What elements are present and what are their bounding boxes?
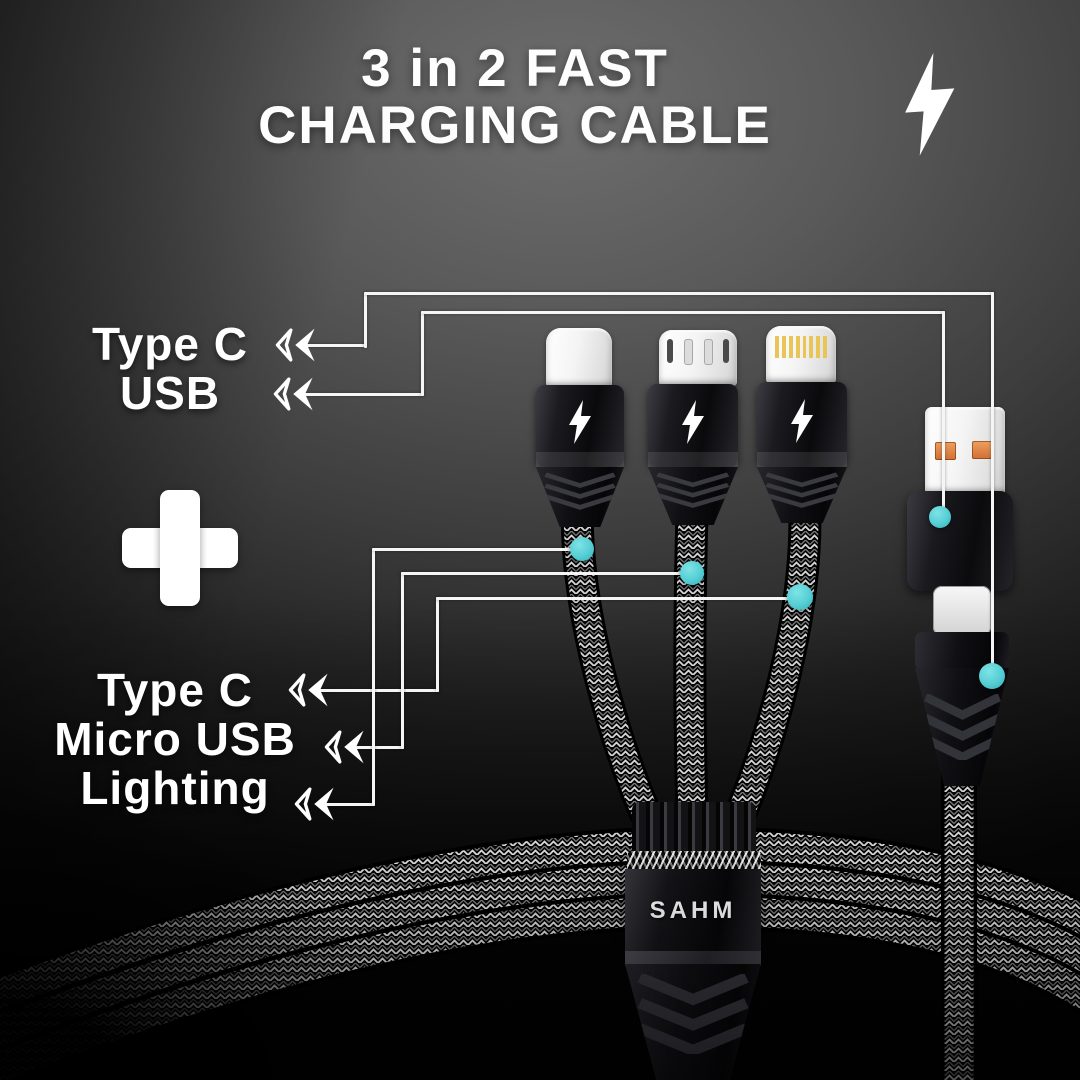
junction-braid-band — [627, 851, 761, 871]
junction-band — [625, 951, 761, 966]
label-lighting: Lighting — [80, 762, 270, 814]
usb-a-pin — [935, 442, 956, 460]
callout-line — [372, 548, 584, 551]
double-chevron-left-icon — [275, 328, 315, 362]
chevron-ridges-icon — [637, 974, 749, 1054]
connector-cables — [560, 475, 822, 822]
callout-line — [401, 572, 404, 749]
top-callout-labels: Type C USB — [25, 320, 315, 418]
double-chevron-left-icon — [273, 377, 313, 411]
lightning-pins — [775, 336, 827, 358]
teal-dot — [979, 663, 1005, 689]
teal-dot — [787, 584, 813, 610]
lightning-bolt-icon — [905, 52, 955, 156]
chevron-ridges-icon — [765, 472, 839, 508]
callout-line — [401, 572, 694, 575]
title-line-2: CHARGING CABLE — [258, 96, 772, 155]
lightning-plug — [766, 326, 836, 384]
boot-band — [648, 452, 738, 467]
callout-line — [991, 292, 994, 676]
callout-line — [421, 311, 945, 314]
cable-coil — [0, 826, 1080, 1080]
micro-usb-slot — [684, 339, 693, 365]
teal-dot — [929, 506, 951, 528]
label-type-c: Type C — [97, 664, 253, 716]
boot-band — [536, 452, 624, 467]
callout-line — [364, 292, 367, 348]
double-chevron-left-icon — [324, 730, 364, 764]
callout-line — [318, 689, 439, 692]
callout-line — [372, 548, 375, 806]
callout-line — [306, 344, 367, 347]
lightning-bolt-icon — [682, 400, 704, 444]
double-chevron-left-icon — [288, 673, 328, 707]
callout-line — [304, 393, 424, 396]
bottom-callout-labels: Type C Micro USB Lighting — [10, 666, 340, 813]
teal-dot — [680, 561, 704, 585]
label-micro-usb: Micro USB — [54, 713, 296, 765]
micro-usb-slot — [704, 339, 713, 365]
callout-line — [436, 597, 439, 692]
micro-usb-plug — [659, 330, 737, 386]
junction-housing: SAHM — [625, 869, 761, 953]
micro-usb-boot — [648, 384, 738, 467]
micro-usb-slot — [723, 339, 729, 363]
callout-line — [942, 311, 945, 517]
callout-line — [324, 803, 375, 806]
double-chevron-left-icon — [294, 787, 334, 821]
callout-line — [354, 746, 404, 749]
chevron-ridges-icon — [544, 472, 616, 510]
teal-dot — [570, 537, 594, 561]
title-line-1: 3 in 2 FAST — [361, 39, 669, 98]
usb-c-plug — [546, 328, 612, 388]
chevron-ridges-icon — [656, 472, 730, 508]
usb-a-adapter-housing — [907, 491, 1013, 591]
boot-band — [757, 452, 847, 467]
junction-ribbed-collar — [632, 802, 756, 856]
usb-c-boot — [536, 385, 624, 467]
lightning-bolt-icon — [791, 399, 813, 443]
lightning-bolt-icon — [569, 400, 591, 444]
usb-a-pin — [972, 441, 993, 459]
label-type-c-usb-a: Type C — [92, 318, 248, 370]
brand-logo: SAHM — [649, 897, 737, 924]
page-title: 3 in 2 FAST CHARGING CABLE — [150, 40, 880, 154]
callout-line — [364, 292, 994, 295]
callout-line — [421, 311, 424, 396]
callout-line — [436, 597, 802, 600]
lightning-boot — [757, 382, 847, 467]
label-usb: USB — [119, 367, 221, 419]
usb-c-adapter-plug — [933, 586, 991, 636]
micro-usb-slot — [667, 339, 673, 363]
